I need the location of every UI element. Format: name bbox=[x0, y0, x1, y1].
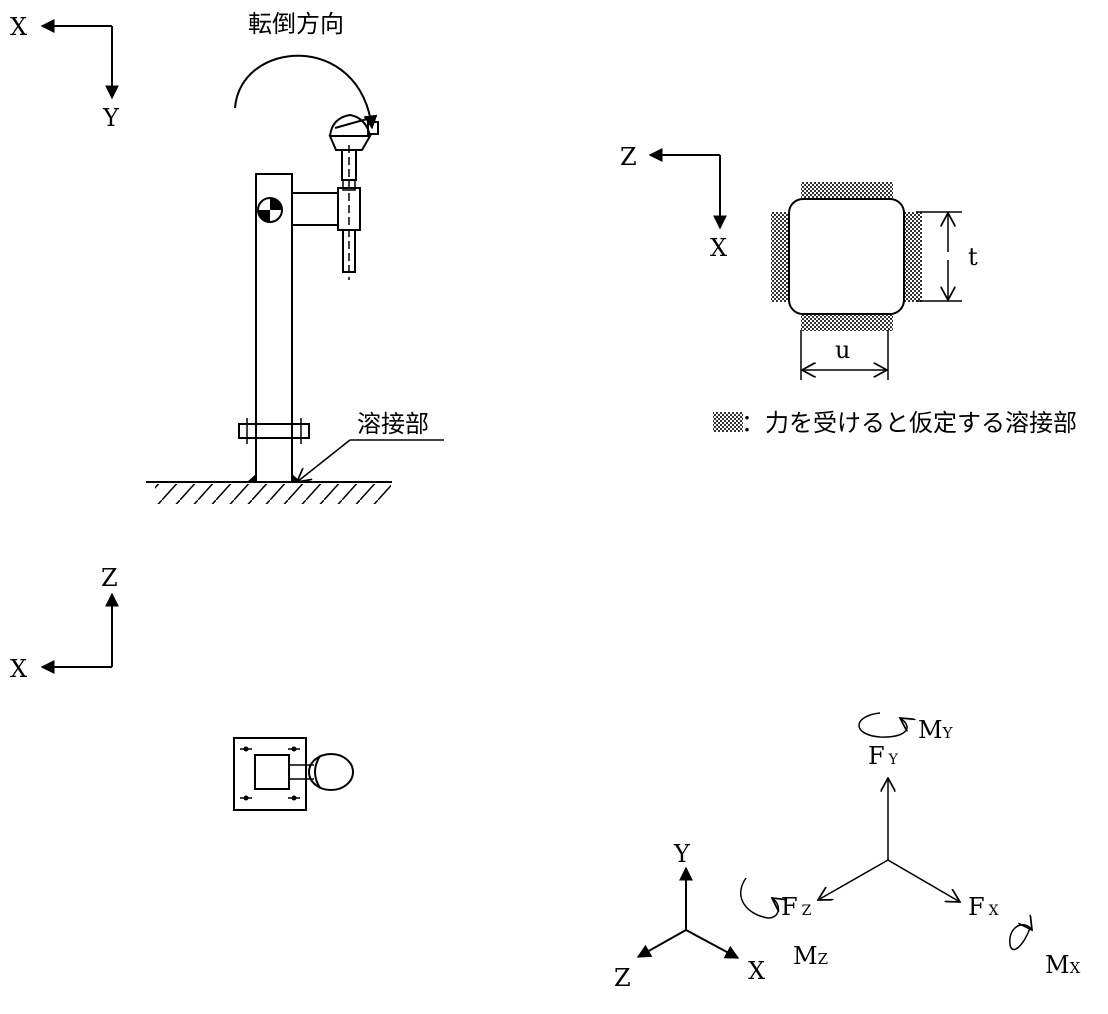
axes-iso: Y Z X bbox=[614, 840, 765, 992]
dimension-t: t bbox=[968, 243, 978, 271]
weld-cross-section: t u bbox=[771, 182, 978, 380]
moment-mx-arrow bbox=[1009, 925, 1032, 951]
axes-mid-left: Z X bbox=[10, 564, 119, 683]
stand-front-view: 溶接部 bbox=[146, 113, 444, 504]
center-of-gravity-icon bbox=[257, 197, 283, 223]
axis-label-y-iso: Y bbox=[673, 840, 691, 868]
axes-top-right: Z X bbox=[620, 143, 727, 262]
moment-my-arrow bbox=[858, 712, 907, 738]
axis-label-z-right: Z bbox=[620, 143, 637, 171]
moment-mz: MZ bbox=[793, 942, 828, 970]
moment-mx: MX bbox=[1045, 951, 1081, 979]
axis-label-x-right: X bbox=[710, 234, 727, 262]
overturn-arrow: 転倒方向 bbox=[234, 10, 378, 130]
axis-label-x-iso: X bbox=[748, 957, 765, 985]
axis-label-z-mid: Z bbox=[101, 564, 118, 592]
legend-text: ：力を受けると仮定する溶接部 bbox=[741, 409, 1077, 437]
axis-label-y-top: Y bbox=[102, 104, 120, 132]
axis-label-x-mid: X bbox=[10, 655, 27, 683]
sensor-head-icon bbox=[328, 113, 379, 151]
weld-label: 溶接部 bbox=[357, 410, 429, 438]
axis-label-z-iso: Z bbox=[614, 964, 631, 992]
overturn-label: 転倒方向 bbox=[248, 10, 344, 38]
axes-top-left: X Y bbox=[10, 13, 120, 132]
legend: ：力を受けると仮定する溶接部 bbox=[713, 409, 1077, 437]
moment-my: MY bbox=[918, 716, 954, 744]
axis-label-x-top: X bbox=[10, 13, 27, 41]
legend-hatch-swatch bbox=[713, 412, 743, 432]
stand-plan-view bbox=[233, 737, 354, 811]
dimension-u: u bbox=[835, 336, 850, 364]
moment-mz-arrow bbox=[740, 877, 779, 919]
